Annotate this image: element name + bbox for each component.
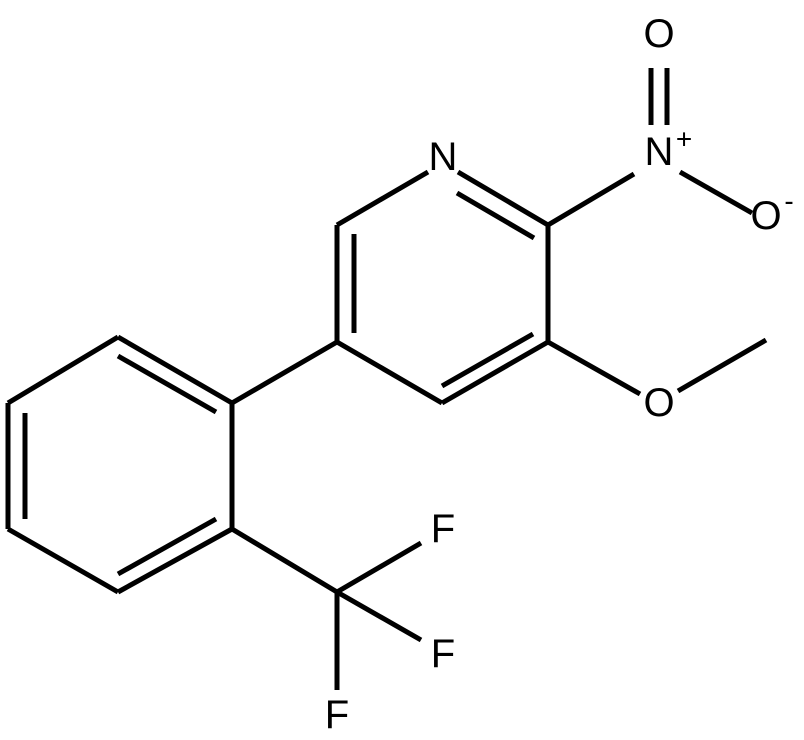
atom-o-double: O [643,12,674,56]
bond-c4-c5 [335,339,444,406]
bond-c6-n [335,169,430,228]
bond-c2-nnitro [546,171,636,228]
bond-n-c2 [456,169,550,228]
bond-nnitro-ominus [678,169,754,216]
bond-c3-c4-inner [440,331,535,389]
atom-f3: F [325,693,349,737]
trifluoromethyl-group [230,526,423,690]
bond-b4-b5 [6,526,120,595]
bond-c3-c4 [440,339,550,406]
bond-omethoxy-ch3 [676,337,768,394]
bond-n-c2-inner [455,190,536,241]
pyridine-ring [334,169,551,406]
bond-b1-b2-inner [116,353,218,415]
bond-b5-b6-inner [116,516,218,577]
charge-n-nitro: + [676,124,692,155]
atom-f1: F [431,507,455,551]
bond-b2-b3 [6,334,120,406]
bond-biaryl [230,339,339,406]
bond-b6-cf3 [230,526,339,595]
benzene-ring [5,334,235,595]
bond-c3-omethoxy [546,339,642,397]
atom-o-methoxy: O [643,381,674,425]
atom-o-minus: O [750,194,781,238]
bond-cf3-f1 [335,540,423,595]
atom-n-nitro: N [645,130,674,174]
charge-o-minus: - [784,186,793,217]
atom-n-ring: N [429,135,458,179]
nitro-group [546,68,754,228]
bond-b5-b6 [116,526,234,595]
atom-f2: F [431,632,455,676]
methoxy-group [546,337,768,397]
bond-cf3-f2 [335,589,423,643]
bond-b1-b2 [116,334,234,406]
